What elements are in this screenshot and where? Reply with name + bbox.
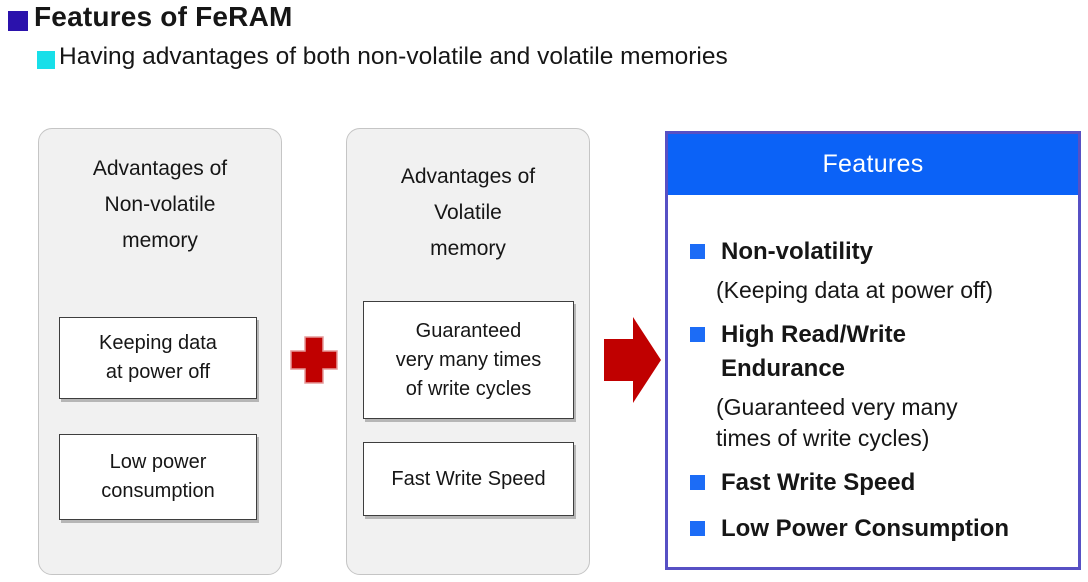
list-item: High Read/Write Endurance [690, 318, 1066, 386]
panel-features: Features Non-volatility (Keeping data at… [665, 131, 1081, 570]
feature-label: Non-volatility [721, 238, 874, 265]
feature-note: (Guaranteed very many times of write cyc… [716, 394, 958, 451]
features-list: Non-volatility (Keeping data at power of… [668, 195, 1078, 546]
feature-note: (Keeping data at power off) [716, 277, 994, 303]
right-arrow-icon [604, 317, 661, 408]
box-guaranteed-write-cycles: Guaranteed very many times of write cycl… [363, 301, 574, 419]
feature-label: Fast Write Speed [721, 469, 916, 496]
panel-volatile-memory: Advantages of Volatile memory Guaranteed… [346, 128, 590, 575]
page-subtitle: Having advantages of both non-volatile a… [59, 43, 728, 70]
box-fast-write-speed: Fast Write Speed [363, 442, 574, 516]
list-item: Non-volatility [690, 235, 1066, 269]
features-header: Features [668, 134, 1078, 195]
bullet-square-icon [690, 327, 705, 342]
box-keeping-data: Keeping data at power off [59, 317, 257, 399]
feature-label: High Read/Write Endurance [721, 321, 906, 382]
panel-nonvolatile-memory: Advantages of Non-volatile memory Keepin… [38, 128, 282, 575]
panel-nonvolatile-title: Advantages of Non-volatile memory [92, 157, 228, 252]
title-bullet-icon [8, 11, 28, 31]
subtitle-bullet-icon [37, 51, 55, 69]
feature-label: Low Power Consumption [721, 515, 1009, 542]
page-title: Features of FeRAM [34, 1, 293, 32]
bullet-square-icon [690, 521, 705, 536]
plus-icon [290, 336, 338, 389]
bullet-square-icon [690, 244, 705, 259]
panel-volatile-title: Advantages of Volatile memory [400, 165, 536, 260]
box-low-power: Low power consumption [59, 434, 257, 520]
list-item: Low Power Consumption [690, 512, 1066, 546]
bullet-square-icon [690, 475, 705, 490]
list-item: Fast Write Speed [690, 466, 1066, 500]
